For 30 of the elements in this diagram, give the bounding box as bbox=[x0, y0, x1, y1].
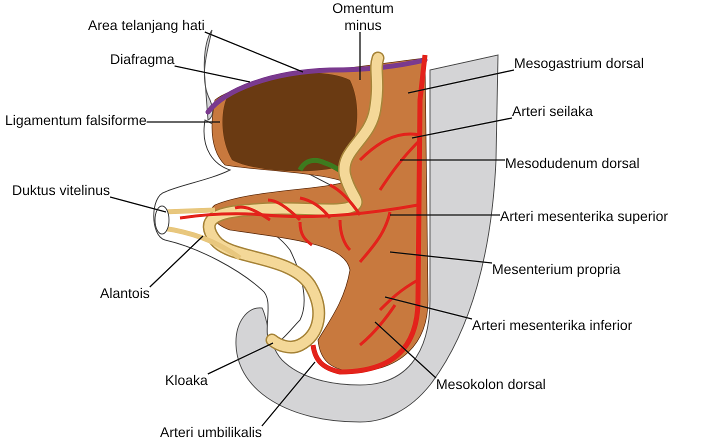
leader-line bbox=[146, 121, 220, 123]
part-label: Alantois bbox=[100, 285, 150, 302]
part-label: Area telanjang hati bbox=[88, 17, 205, 34]
part-label: Kloaka bbox=[165, 372, 208, 389]
part-label: Mesenterium propria bbox=[492, 261, 620, 278]
leader-line bbox=[174, 65, 250, 83]
part-label: Arteri mesenterika inferior bbox=[472, 317, 632, 334]
leader-line bbox=[261, 362, 316, 426]
leader-line bbox=[384, 296, 472, 320]
leader-line bbox=[408, 69, 514, 94]
part-label: Omentum minus bbox=[323, 0, 403, 34]
part-label: Mesodudenum dorsal bbox=[505, 155, 640, 172]
part-label: Arteri seilaka bbox=[512, 103, 593, 120]
part-label: Arteri mesenterika superior bbox=[500, 208, 668, 225]
leader-line bbox=[149, 236, 204, 288]
leader-line bbox=[412, 117, 512, 139]
leader-line bbox=[204, 31, 304, 73]
leader-line bbox=[208, 342, 274, 375]
leader-line bbox=[110, 196, 166, 213]
part-label: Diafragma bbox=[110, 51, 175, 68]
part-label: Mesokolon dorsal bbox=[436, 376, 546, 393]
part-label: Ligamentum falsiforme bbox=[5, 112, 147, 129]
part-label: Arteri umbilikalis bbox=[160, 424, 262, 441]
leader-line bbox=[400, 159, 505, 161]
leader-line bbox=[374, 322, 436, 378]
leader-line bbox=[359, 32, 361, 80]
leader-line bbox=[390, 214, 500, 216]
part-label: Mesogastrium dorsal bbox=[514, 55, 644, 72]
part-label: Duktus vitelinus bbox=[12, 182, 110, 199]
leader-line bbox=[390, 251, 492, 264]
